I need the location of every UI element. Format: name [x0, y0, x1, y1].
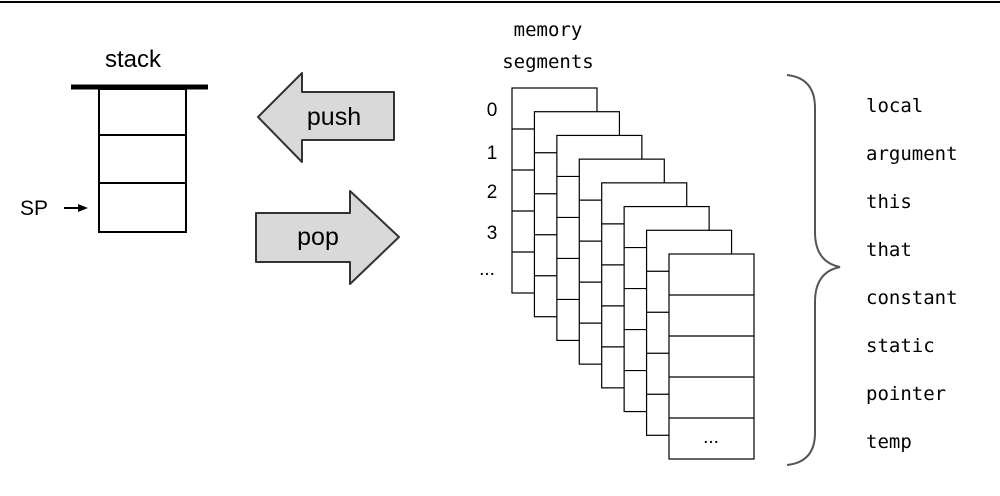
memory-index-label: 0 — [487, 100, 498, 121]
stack-label: stack — [105, 46, 162, 73]
segment-name: local — [866, 95, 923, 117]
pop-label: pop — [297, 223, 339, 251]
segment-name: this — [866, 191, 912, 213]
push-arrow-shape — [257, 72, 395, 163]
memory-title-line2: segments — [502, 51, 594, 73]
segment-name: pointer — [866, 383, 946, 405]
memory-segment-card — [668, 253, 755, 460]
memory-index-label: 1 — [487, 143, 498, 164]
pop-arrow-shape — [255, 190, 400, 285]
segment-name: temp — [866, 431, 912, 453]
segment-name: that — [866, 239, 912, 261]
push-arrow: push — [257, 72, 395, 163]
stack-group: stack SP — [20, 46, 208, 233]
stack-cell — [98, 134, 187, 184]
stack-cell — [98, 182, 187, 233]
segment-name: static — [866, 335, 935, 357]
segment-name: constant — [866, 287, 958, 309]
push-label: push — [307, 103, 361, 131]
sp-label: SP — [20, 197, 48, 220]
memory-segment-card-frame — [668, 253, 755, 460]
memory-index-label: 3 — [487, 223, 498, 244]
memory-index-label: ... — [479, 259, 495, 280]
pop-arrow: pop — [255, 190, 400, 285]
sp-arrow-icon — [64, 204, 88, 212]
segment-name: argument — [866, 143, 958, 165]
memory-segment-cards — [511, 87, 755, 460]
memory-index-label: 2 — [487, 182, 498, 203]
last-cell-ellipsis: ... — [703, 427, 719, 448]
stack-cell — [98, 88, 187, 136]
memory-title-line1: memory — [514, 19, 583, 41]
curly-brace — [786, 74, 841, 466]
